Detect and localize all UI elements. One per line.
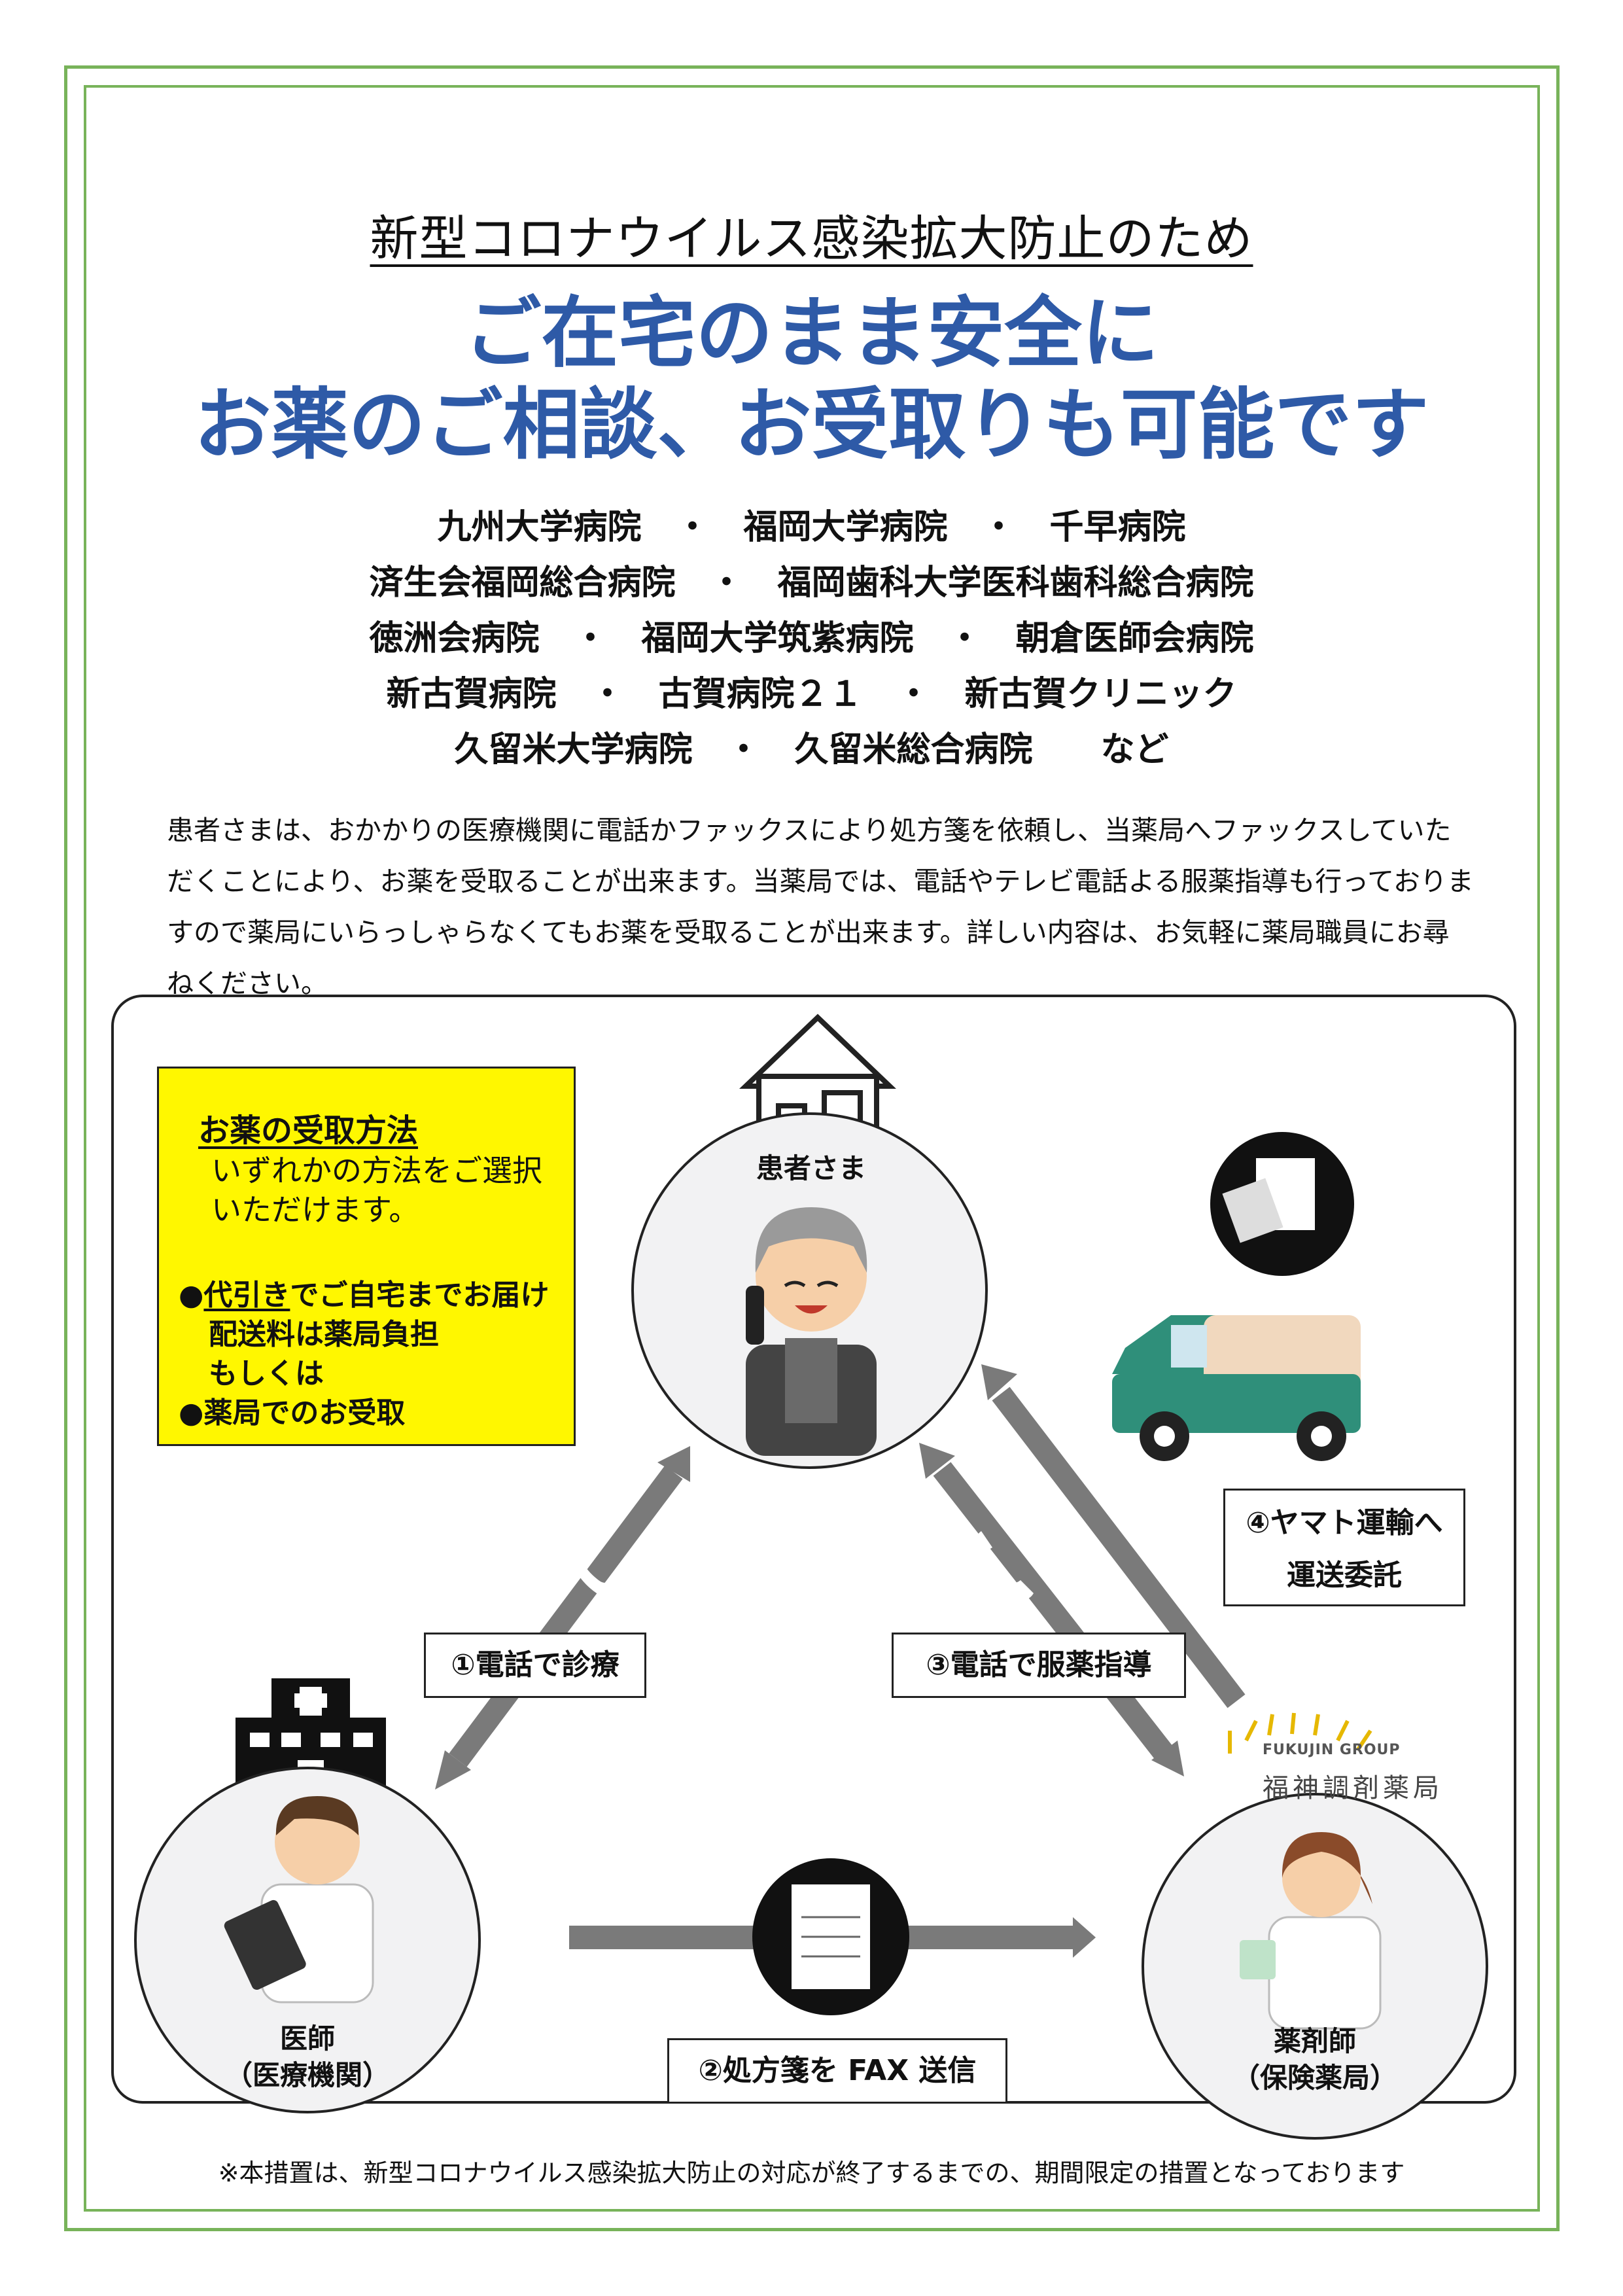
- pickup-method-box: お薬の受取方法 いずれかの方法をご選択 いただけます。 ●代引きでご自宅までお届…: [157, 1067, 576, 1446]
- footer-note: ※本措置は、新型コロナウイルス感染拡大防止の対応が終了するまでの、期間限定の措置…: [218, 2159, 1405, 2187]
- hospital-line: 新古賀病院 ・ 古賀病院２１ ・ 新古賀クリニック: [386, 675, 1237, 714]
- arrow-delivery: [981, 1364, 1246, 1708]
- pharmacy-logo-mark: [1228, 1712, 1372, 1754]
- pharmacist-label: 薬剤師 （保険薬局）: [1184, 2023, 1446, 2096]
- step4-line2: 運送委託: [1287, 1559, 1402, 1592]
- headline-line2: お薬のご相談、お受取りも可能です: [194, 380, 1429, 470]
- method-option-1: ●代引きでご自宅までお届け: [179, 1271, 549, 1313]
- hospital-line: 徳洲会病院 ・ 福岡大学筑紫病院 ・ 朝倉医師会病院: [369, 619, 1254, 658]
- doctor-label-line1: 医師: [279, 2022, 335, 2055]
- hospital-line: 済生会福岡総合病院 ・ 福岡歯科大学医科歯科総合病院: [369, 563, 1254, 603]
- method-option-2: ●薬局でのお受取: [179, 1389, 405, 1431]
- pharmacist-label-line2: （保険薬局）: [1232, 2062, 1397, 2094]
- medicine-icon: [1210, 1132, 1354, 1276]
- outer-frame: [64, 65, 1560, 2231]
- subtitle: 新型コロナウイルス感染拡大防止のため: [370, 211, 1253, 267]
- arrow-patient-pharmacy: [919, 1443, 1184, 1776]
- option-1-text: でご自宅までお届け: [290, 1279, 550, 1312]
- inner-frame: [84, 85, 1540, 2212]
- patient-label: 患者さま: [756, 1152, 866, 1184]
- step2-label: ②処方箋を FAX 送信: [667, 2038, 1007, 2104]
- pharmacist-label-line1: 薬剤師: [1273, 2025, 1356, 2057]
- option-1-underlined: 代引き: [203, 1279, 290, 1312]
- step4-line1: ④ヤマト運輸へ: [1246, 1506, 1443, 1540]
- method-subtitle: いずれかの方法をご選択: [211, 1153, 542, 1188]
- doctor-label: 医師 （医療機関）: [177, 2021, 438, 2094]
- prescription-icon: [752, 1858, 909, 2015]
- phone-handset-glyphs: [567, 1531, 1034, 1600]
- step1-label: ①電話で診療: [424, 1633, 646, 1698]
- doctor-label-line2: （医療機関）: [224, 2059, 390, 2091]
- step3-label: ③電話で服薬指導: [892, 1633, 1186, 1698]
- method-title: お薬の受取方法: [198, 1112, 419, 1149]
- method-option-1-detail: 配送料は薬局負担: [209, 1318, 439, 1351]
- bullet: ●: [179, 1279, 204, 1312]
- phone-icon: [533, 1505, 638, 1610]
- delivery-van-icon: [1112, 1315, 1361, 1461]
- headline-line1: ご在宅のまま安全に: [464, 288, 1159, 378]
- method-subtitle: いただけます。: [211, 1192, 419, 1227]
- step4-label: ④ヤマト運輸へ 運送委託: [1223, 1489, 1465, 1606]
- phone-icon: [942, 1505, 1047, 1610]
- bullet: ●: [179, 1396, 204, 1430]
- body-paragraph: 患者さまは、おかかりの医療機関に電話かファックスにより処方箋を依頼し、当薬局へフ…: [167, 815, 1474, 999]
- method-or: もしくは: [209, 1357, 324, 1390]
- hospital-line: 久留米大学病院 ・ 久留米総合病院 など: [454, 730, 1169, 769]
- arrow-doctor-patient: [435, 1446, 690, 1790]
- pharmacy-logo-name: 福神調剤薬局: [1263, 1773, 1443, 1803]
- pharmacy-logo-group: FUKUJIN GROUP: [1263, 1742, 1401, 1758]
- option-2-text: 薬局でのお受取: [203, 1396, 406, 1430]
- hospital-line: 九州大学病院 ・ 福岡大学病院 ・ 千早病院: [437, 508, 1186, 547]
